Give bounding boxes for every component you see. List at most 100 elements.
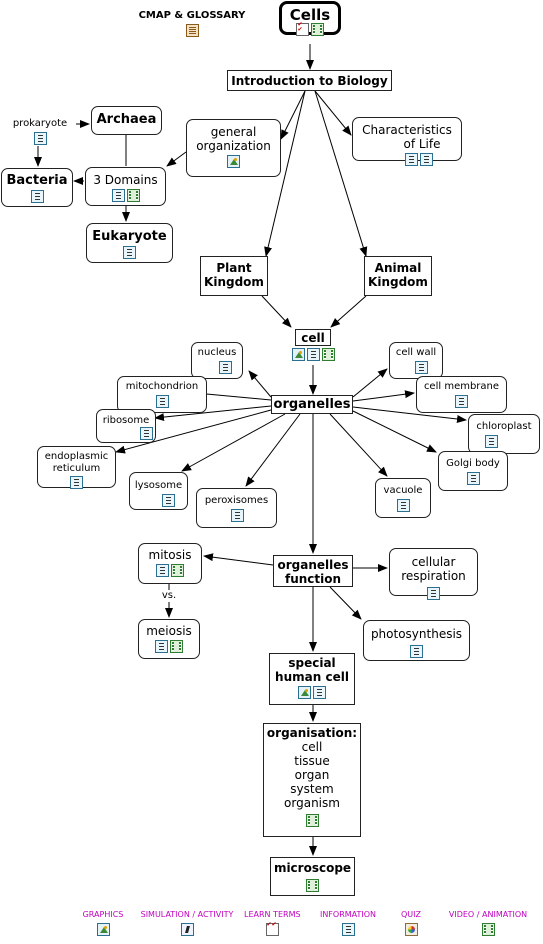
node-peroxisomes[interactable]: peroxisomes [196, 488, 277, 528]
node-nucleus-label: nucleus [197, 347, 237, 358]
video-icon[interactable] [311, 23, 324, 36]
node-eukaryote[interactable]: Eukaryote [86, 223, 173, 263]
video-icon[interactable] [126, 189, 140, 202]
video-icon[interactable] [321, 348, 335, 361]
graphics-icon[interactable] [227, 155, 240, 168]
video-icon [481, 923, 495, 936]
node-photosynthesis-label: photosynthesis [370, 627, 463, 641]
node-golgi-label: Golgi body [446, 458, 500, 469]
legend-video-label: VIDEO / ANIMATION [448, 910, 528, 919]
node-cells[interactable]: Cells [279, 1, 341, 36]
node-prokaryote[interactable]: prokaryote [8, 118, 72, 145]
node-cell-membrane-label: cell membrane [423, 381, 500, 392]
node-cellular-respiration[interactable]: cellular respiration [389, 548, 478, 600]
information-icon[interactable] [396, 499, 410, 512]
cmap-glossary-link[interactable]: CMAP & GLOSSARY [130, 10, 254, 37]
node-archaea-label: Archaea [96, 112, 157, 127]
legend-simulation: SIMULATION / ACTIVITY [136, 910, 238, 936]
node-general-organization[interactable]: general organization [186, 119, 281, 177]
node-char-life-label-2: of Life [403, 137, 441, 151]
information-icon[interactable] [219, 361, 232, 374]
node-plant-kingdom[interactable]: Plant Kingdom [200, 256, 268, 296]
node-meiosis[interactable]: meiosis [138, 619, 200, 659]
information-icon[interactable] [162, 494, 175, 507]
video-icon[interactable] [171, 564, 184, 577]
edge [248, 370, 272, 398]
information-icon[interactable] [415, 361, 428, 374]
node-intro-label: Introduction to Biology [231, 74, 388, 88]
node-photosynthesis[interactable]: photosynthesis [363, 620, 470, 661]
node-ribosome[interactable]: ribosome [96, 409, 156, 443]
edge [314, 90, 368, 257]
information-icon[interactable] [313, 686, 326, 699]
information-icon[interactable] [427, 587, 440, 600]
node-organelles-function[interactable]: organelles function [273, 555, 353, 587]
node-special-human-cell[interactable]: special human cell [269, 653, 355, 705]
learn-terms-icon[interactable] [296, 22, 309, 36]
edge [352, 390, 415, 402]
node-characteristics-of-life[interactable]: Characteristics of Life [352, 117, 462, 166]
node-cell[interactable]: cell [295, 329, 331, 346]
node-plant-label-2: Kingdom [204, 275, 264, 289]
information-icon[interactable] [155, 640, 168, 653]
node-nucleus[interactable]: nucleus [191, 342, 243, 379]
graphics-icon[interactable] [298, 686, 311, 699]
node-mitochondrion[interactable]: mitochondrion [117, 376, 207, 413]
node-organelles-label: organelles [273, 397, 351, 412]
node-cell-membrane[interactable]: cell membrane [416, 376, 507, 413]
node-general-org-label-1: general [210, 125, 257, 139]
information-icon[interactable] [231, 509, 244, 522]
legend-learn-terms: LEARN TERMS [244, 910, 301, 936]
information-icon[interactable] [306, 348, 320, 361]
node-mitosis[interactable]: mitosis [138, 543, 202, 584]
node-chloroplast[interactable]: chloroplast [468, 414, 540, 454]
information-icon[interactable] [156, 564, 169, 577]
node-cell-wall[interactable]: cell wall [389, 342, 443, 379]
information-icon[interactable] [155, 395, 169, 408]
node-char-life-label-1: Characteristics [362, 123, 452, 137]
simulation-icon [180, 923, 194, 936]
org-level: organism [284, 796, 340, 810]
node-animal-kingdom[interactable]: Animal Kingdom [364, 256, 432, 296]
information-icon[interactable] [111, 189, 125, 202]
legend-quiz: QUIZ [396, 910, 426, 936]
edge [181, 413, 286, 472]
node-bacteria[interactable]: Bacteria [1, 168, 73, 207]
node-organelles[interactable]: organelles [271, 395, 353, 414]
glossary-icon[interactable] [185, 24, 199, 37]
node-vacuole[interactable]: vacuole [375, 478, 431, 518]
node-mitosis-label: mitosis [148, 548, 192, 562]
node-lysosome[interactable]: lysosome [129, 472, 188, 510]
node-endoplasmic-reticulum[interactable]: endoplasmic reticulum [37, 446, 116, 489]
information-icon[interactable] [33, 132, 47, 145]
information-icon[interactable] [466, 472, 480, 485]
node-mitochondrion-label: mitochondrion [125, 381, 199, 392]
node-plant-label-1: Plant [216, 261, 252, 275]
org-level: system [290, 782, 334, 796]
video-icon[interactable] [306, 879, 319, 892]
edge [314, 90, 352, 136]
information-icon[interactable] [30, 190, 44, 203]
information-icon[interactable] [123, 246, 136, 259]
information-icon[interactable] [70, 476, 83, 489]
edge [329, 413, 388, 477]
information-icon[interactable] [455, 395, 468, 408]
information-icon[interactable] [420, 153, 433, 166]
node-3-domains[interactable]: 3 Domains [85, 167, 166, 206]
information-icon[interactable] [140, 427, 153, 440]
node-golgi-body[interactable]: Golgi body [438, 451, 508, 491]
edge [352, 410, 437, 453]
node-organisation-title: organisation: [266, 726, 358, 740]
information-icon[interactable] [405, 153, 418, 166]
legend-video: VIDEO / ANIMATION [442, 910, 534, 936]
graphics-icon[interactable] [291, 348, 305, 361]
information-icon[interactable] [485, 435, 498, 448]
node-organisation[interactable]: organisation: cell tissue organ system o… [263, 723, 361, 837]
video-icon[interactable] [170, 640, 183, 653]
node-introduction-to-biology[interactable]: Introduction to Biology [227, 70, 392, 91]
video-icon[interactable] [305, 814, 319, 827]
information-icon[interactable] [410, 645, 423, 658]
edge [329, 586, 362, 620]
node-microscope[interactable]: microscope [270, 857, 355, 896]
node-archaea[interactable]: Archaea [91, 106, 162, 135]
